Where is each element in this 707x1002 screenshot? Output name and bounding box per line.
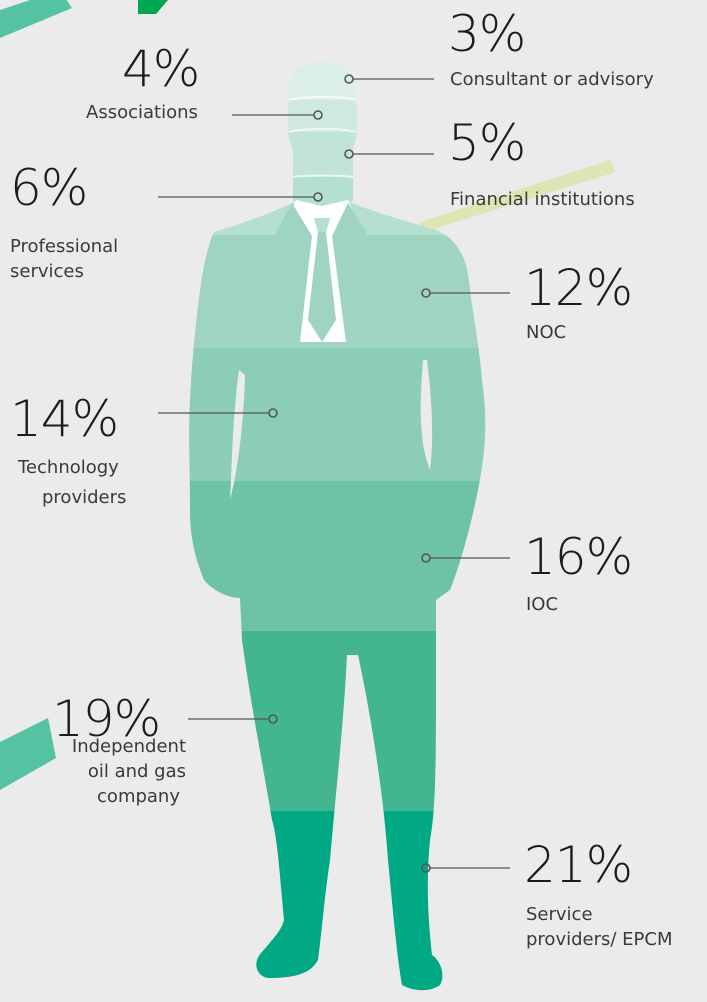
accent-stroke-lime bbox=[420, 160, 616, 232]
pct-consultant: 3% bbox=[448, 5, 526, 63]
band-independent bbox=[189, 631, 486, 811]
connector-dot-technology bbox=[268, 408, 278, 418]
tie bbox=[308, 218, 336, 342]
label-independent-line1: Independent bbox=[71, 736, 186, 757]
label-professional-line1: Professional bbox=[10, 236, 119, 257]
accent-stroke-top-left bbox=[0, 0, 72, 38]
label-independent-line2: oil and gas bbox=[87, 761, 186, 782]
label-service-line1: Service bbox=[526, 904, 593, 925]
label-financial: Financial institutions bbox=[450, 189, 635, 210]
label-consultant: Consultant or advisory bbox=[450, 69, 654, 90]
pct-associations: 4% bbox=[122, 40, 200, 98]
connector-dot-service bbox=[421, 863, 431, 873]
connector-dot-professional bbox=[313, 192, 323, 202]
connector-dot-noc bbox=[421, 288, 431, 298]
connectors bbox=[158, 74, 510, 873]
accent-stroke-top bbox=[138, 0, 168, 14]
connector-dot-consultant bbox=[344, 74, 354, 84]
label-professional-line2: services bbox=[10, 261, 84, 282]
label-associations: Associations bbox=[86, 102, 198, 123]
label-ioc: IOC bbox=[526, 594, 559, 615]
pct-ioc: 16% bbox=[524, 528, 633, 586]
connector-dot-independent bbox=[268, 714, 278, 724]
connector-dot-ioc bbox=[421, 553, 431, 563]
label-independent-line3: company bbox=[97, 786, 180, 807]
pct-financial: 5% bbox=[448, 114, 526, 172]
collar-and-tie bbox=[276, 200, 366, 342]
pct-noc: 12% bbox=[524, 259, 633, 317]
pct-professional: 6% bbox=[10, 159, 88, 217]
arm-gap-left bbox=[230, 370, 245, 500]
label-service-line2: providers/ EPCM bbox=[526, 929, 673, 950]
band-technology bbox=[189, 348, 486, 481]
label-technology-line1: Technology bbox=[18, 457, 119, 478]
accent-stroke-left bbox=[0, 718, 56, 790]
band-ioc bbox=[189, 481, 486, 631]
pct-service: 21% bbox=[524, 836, 633, 894]
pct-independent: 19% bbox=[52, 690, 161, 748]
label-noc: NOC bbox=[526, 322, 567, 343]
lapel-right bbox=[332, 203, 366, 342]
label-technology-line2: providers bbox=[42, 487, 127, 508]
lapel-left bbox=[276, 203, 312, 342]
head-band-lines bbox=[288, 96, 357, 178]
connector-dot-associations bbox=[313, 110, 323, 120]
pct-technology: 14% bbox=[10, 390, 119, 448]
connector-dot-financial bbox=[344, 149, 354, 159]
tie-knot-shade bbox=[314, 218, 330, 232]
band-service bbox=[189, 811, 486, 991]
arm-gap-right bbox=[420, 360, 433, 470]
